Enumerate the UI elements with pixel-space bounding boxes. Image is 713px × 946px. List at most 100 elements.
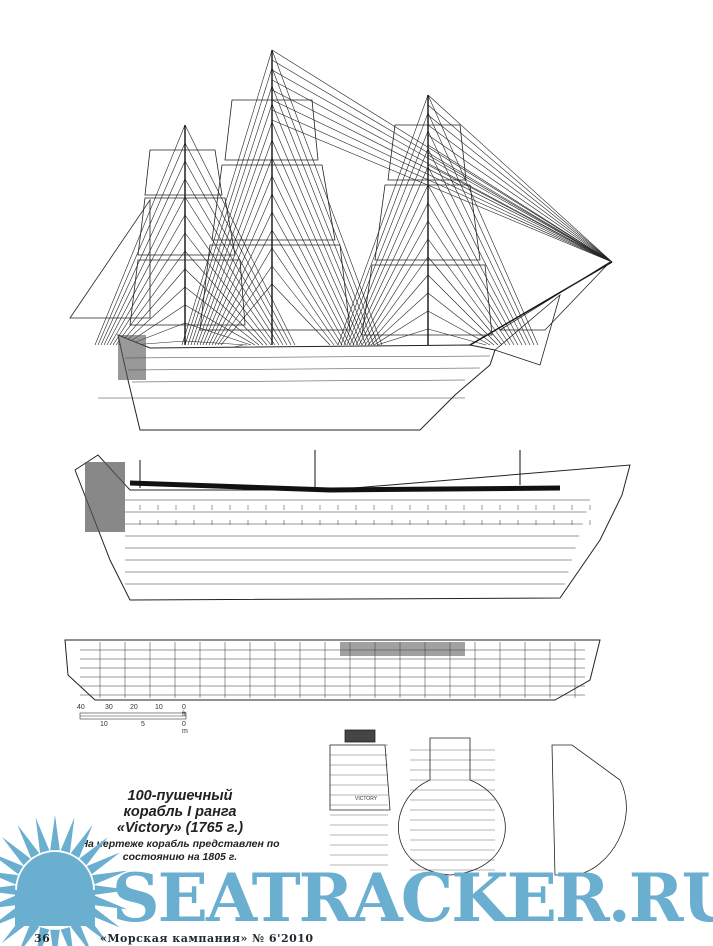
drawing-line [427, 124, 613, 263]
drawing-line [427, 114, 613, 263]
drawing-line [271, 157, 359, 346]
drawing-line [427, 104, 613, 263]
drawing-caption: 100-пушечный корабль I ранга «Victory» (… [95, 788, 265, 836]
scale-bar [79, 712, 187, 720]
sun-ray [70, 921, 89, 946]
drawing-line [427, 94, 539, 346]
drawing-line [100, 160, 186, 346]
drawing-line [427, 94, 613, 263]
scale-ft-10: 10 [155, 704, 163, 711]
drawing-line [337, 94, 429, 346]
drawing-line [184, 232, 272, 346]
drawing-line [184, 124, 296, 346]
drawing-line [349, 166, 429, 346]
sun-ray [92, 870, 128, 885]
sun-ray [0, 885, 16, 895]
plan-view-hull [64, 639, 601, 701]
sun-ray [1, 836, 31, 866]
drawing-line [427, 274, 499, 346]
drawing-line [208, 211, 273, 346]
sun-ray [92, 895, 128, 910]
drawing-line [109, 214, 186, 346]
watermark-text: SEATRACKER.RU [112, 859, 713, 937]
drawing-line [427, 148, 527, 346]
drawing-line [193, 121, 273, 346]
drawing-line [187, 85, 273, 346]
caption-line-2: корабль I ранга [123, 804, 237, 820]
drawing-line [427, 130, 531, 346]
drawing-line [271, 139, 363, 346]
drawing-line [271, 59, 613, 263]
scale-m-10: 10 [100, 721, 108, 728]
drawing-line [340, 112, 429, 346]
drawing-line [361, 238, 429, 346]
drawing-line [103, 178, 186, 346]
drawing-line [370, 292, 429, 346]
drawing-line [427, 256, 503, 346]
sun-base [15, 890, 95, 926]
drawing-line [343, 130, 429, 346]
drawing-line [271, 79, 613, 263]
caption-line-1: 100-пушечный [127, 788, 233, 804]
scale-ft-40: 40 [77, 704, 85, 711]
drawing-line [364, 256, 429, 346]
drawing-line [271, 247, 339, 346]
drawing-line [271, 119, 613, 263]
sun-disc [17, 852, 93, 890]
drawing-line [271, 89, 613, 263]
drawing-line [376, 328, 429, 346]
scale-ft-0: 0 ft [182, 704, 186, 718]
drawing-line [427, 166, 523, 346]
sun-ray [79, 836, 109, 866]
drawing-line [184, 196, 280, 346]
drawing-line [271, 283, 331, 346]
drawing-line [184, 67, 273, 346]
drawing-line [184, 268, 264, 346]
drawing-line [217, 265, 273, 346]
scale-m-5: 5 [141, 721, 145, 728]
caption-note: На чертеже корабль представлен по состоя… [80, 838, 280, 863]
drawing-line [271, 49, 613, 263]
drawing-line [184, 142, 292, 346]
stern-name-label: VICTORY [355, 796, 378, 802]
drawing-line [181, 49, 273, 346]
scale-m-0: 0 m [182, 721, 188, 735]
sun-ray [50, 815, 60, 851]
drawing-line [199, 157, 273, 346]
page-number: 36 [34, 932, 51, 945]
drawing-line [202, 175, 273, 346]
sun-ray [86, 852, 120, 875]
drawing-line [427, 202, 515, 346]
drawing-line [427, 144, 613, 263]
drawing-line [427, 292, 495, 346]
sun-ray [0, 895, 18, 908]
drawing-line [220, 283, 273, 346]
body-plan [398, 737, 506, 876]
sun-ray [21, 921, 40, 946]
sun-ray [50, 929, 60, 946]
drawing-line [184, 250, 268, 346]
sun-ray [86, 905, 120, 928]
drawing-line [271, 193, 351, 346]
drawing-line [271, 229, 343, 346]
drawing-line [358, 220, 429, 346]
magazine-issue: «Морская кампания» № 6'2010 [100, 932, 314, 945]
drawing-line [427, 112, 535, 346]
drawing-line [427, 154, 613, 263]
drawing-line [367, 274, 429, 346]
drawing-line [427, 220, 511, 346]
drawing-line [271, 211, 347, 346]
drawing-line [427, 328, 487, 346]
drawing-line [190, 103, 273, 346]
drawing-line [97, 142, 186, 346]
drawing-line [271, 99, 613, 263]
sun-ray [0, 872, 18, 885]
drawing-line [118, 268, 186, 346]
sun-ray [94, 885, 130, 895]
drawing-line [184, 214, 276, 346]
sail-plan-hull [117, 334, 496, 431]
drawing-line [196, 139, 273, 346]
drawing-line [184, 178, 284, 346]
